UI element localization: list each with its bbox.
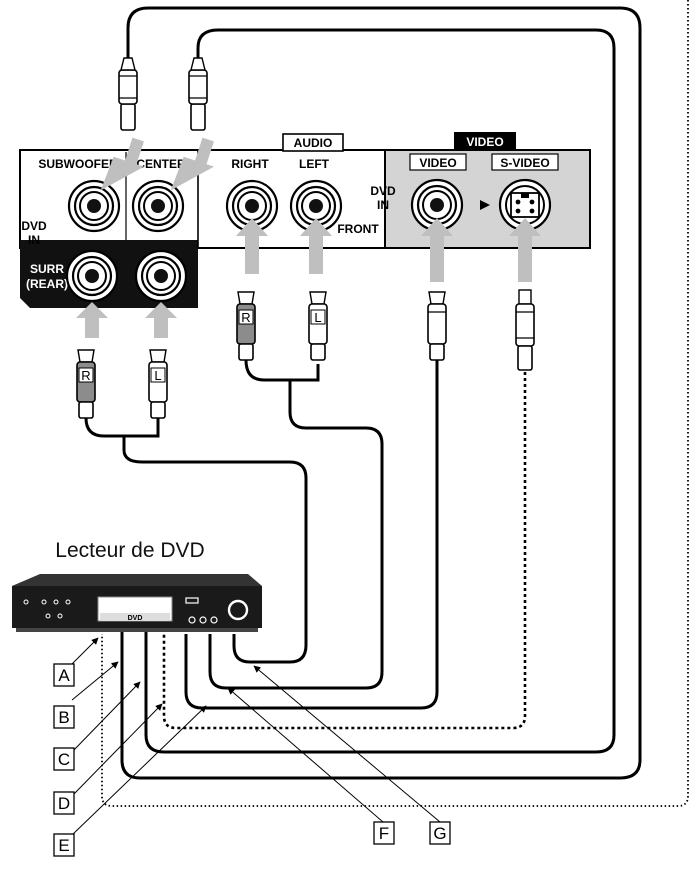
- video-header: VIDEO: [466, 135, 503, 149]
- surr-label-line1: SURR: [30, 262, 64, 276]
- video-label-box: [409, 153, 467, 171]
- front-l-plug: [308, 291, 328, 361]
- svideo-arrow-icon: [480, 200, 490, 210]
- surr-left-jack: [134, 249, 188, 303]
- video-header-box: [454, 132, 516, 150]
- cable-svideo: [162, 372, 527, 730]
- svg-text:G: G: [433, 824, 446, 843]
- svg-text:A: A: [58, 666, 70, 685]
- callout-c: C: [53, 747, 75, 771]
- callout-lines: [71, 637, 441, 836]
- surr-l-plug-label: L: [154, 368, 161, 383]
- cable-front-pair: [244, 359, 320, 382]
- center-plug: [188, 57, 208, 131]
- audio-header: AUDIO: [294, 136, 333, 150]
- svg-text:B: B: [58, 708, 69, 727]
- surr-right-jack: [65, 249, 119, 303]
- dvd-in-video-line2: IN: [377, 198, 389, 212]
- svg-text:E: E: [58, 836, 69, 855]
- subwoofer-plug: [118, 57, 138, 131]
- device-display: DVD: [128, 615, 143, 622]
- dvd-in-video-line1: DVD: [370, 184, 396, 198]
- svideo-label-box: [491, 153, 559, 171]
- left-label: LEFT: [299, 157, 330, 171]
- dvd-in-label-line1: DVD: [21, 219, 47, 233]
- dotted-frame: [101, 0, 689, 807]
- cables: [84, 6, 642, 780]
- callout-f: F: [373, 821, 395, 845]
- subwoofer-jack: [67, 179, 121, 233]
- cable-surr-pair: [84, 417, 160, 438]
- svg-text:C: C: [58, 750, 70, 769]
- svg-text:D: D: [58, 794, 70, 813]
- insertion-arrows: [76, 137, 541, 338]
- surr-r-plug-label: R: [81, 368, 90, 383]
- surr-r-plug: [76, 349, 96, 419]
- video-plug: [427, 291, 447, 361]
- cable-subwoofer: [120, 6, 642, 780]
- dvd-player: DVD: [12, 574, 262, 632]
- right-label: RIGHT: [231, 157, 269, 171]
- video-jack-label: VIDEO: [419, 156, 456, 170]
- svideo-plug: [515, 289, 535, 371]
- device-title: Lecteur de DVD: [55, 539, 204, 562]
- surr-l-plug: [148, 349, 168, 419]
- cable-center: [144, 28, 616, 754]
- center-label: CENTER: [136, 157, 186, 171]
- cable-video: [184, 360, 439, 710]
- svideo-jack-label: S-VIDEO: [500, 156, 549, 170]
- svg-text:F: F: [379, 824, 389, 843]
- callout-d: D: [53, 791, 75, 815]
- callout-a: A: [53, 663, 75, 687]
- front-l-plug-label: L: [314, 310, 321, 325]
- subwoofer-label: SUBWOOFER: [38, 157, 118, 171]
- audio-header-box: [282, 133, 344, 152]
- front-label: FRONT: [337, 222, 379, 236]
- cable-surr: [122, 436, 308, 664]
- center-jack: [131, 179, 185, 233]
- cable-front: [208, 380, 384, 690]
- surr-label-line2: (REAR): [26, 277, 68, 291]
- front-r-plug-label: R: [241, 310, 250, 325]
- dvd-in-label-line2: IN: [28, 233, 40, 247]
- callout-e: E: [53, 833, 75, 857]
- front-r-plug: [236, 291, 256, 361]
- callout-b: B: [53, 705, 75, 729]
- callout-g: G: [429, 821, 451, 845]
